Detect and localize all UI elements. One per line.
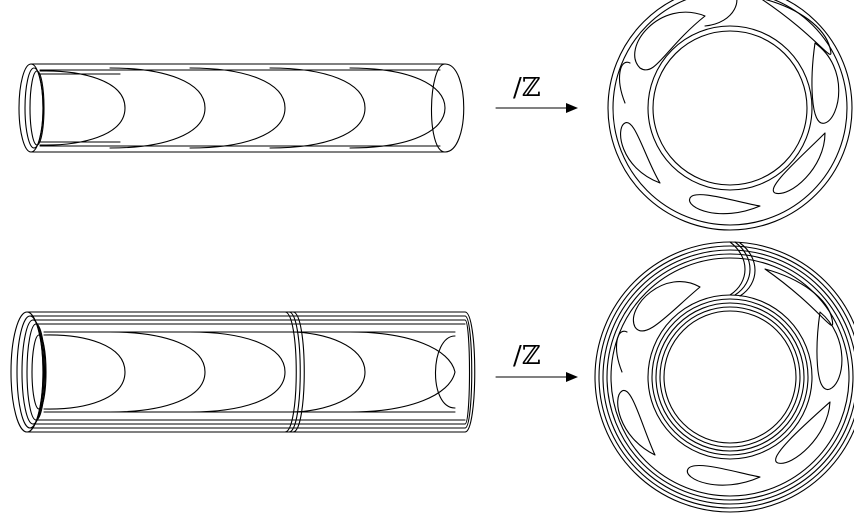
top-torus-lobes: [619, 0, 840, 215]
top-torus: [607, 0, 853, 231]
bottom-cylinder: [10, 311, 476, 433]
bottom-map-label: /ℤ: [513, 341, 541, 371]
top-quotient-arrow: /ℤ: [495, 73, 578, 113]
bottom-torus-lobes: [616, 268, 843, 486]
bottom-torus: [594, 241, 854, 513]
bottom-torus-seam: [729, 241, 756, 297]
top-cylinder: [18, 63, 465, 153]
bottom-quotient-arrow: /ℤ: [495, 341, 578, 382]
top-map-label: /ℤ: [513, 73, 541, 103]
